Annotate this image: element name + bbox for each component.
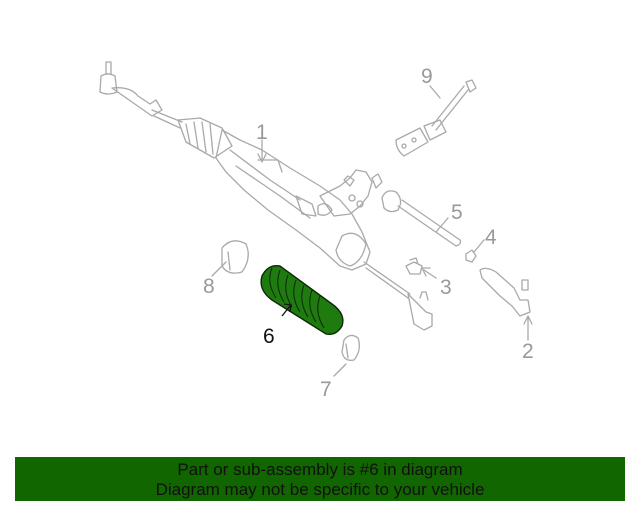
part-3-flange-nut: [405, 257, 423, 275]
parts-diagram: 1 2 3 4 5 6 7 8 9: [99, 61, 534, 401]
callout-6-active[interactable]: 6: [263, 325, 275, 348]
callout-5[interactable]: 5: [451, 201, 463, 224]
part-5-inner-tie-rod: [381, 190, 462, 247]
part-7-clamp: [341, 334, 360, 361]
part-info-banner: Part or sub-assembly is #6 in diagram Di…: [15, 457, 625, 501]
pinion-housing: [319, 169, 383, 217]
callout-7[interactable]: 7: [320, 378, 332, 401]
left-bellows: [177, 117, 233, 159]
part-9-steering-shaft: [395, 79, 477, 157]
right-outer-tie-rod: [407, 291, 433, 331]
rack-housing: [215, 129, 371, 271]
callout-8[interactable]: 8: [203, 275, 215, 298]
callout-4[interactable]: 4: [485, 226, 497, 249]
callout-2[interactable]: 2: [522, 340, 534, 363]
banner-line-part: Part or sub-assembly is #6 in diagram: [177, 460, 463, 479]
part-8-clamp: [221, 240, 249, 274]
callout-3[interactable]: 3: [440, 276, 452, 299]
banner-line-disclaimer: Diagram may not be specific to your vehi…: [155, 480, 485, 499]
callout-9[interactable]: 9: [421, 65, 433, 88]
part-6-boot-highlighted: [260, 265, 344, 336]
left-tie-rod-end: [99, 61, 163, 117]
part-2-tie-rod-end: [479, 267, 531, 317]
part-4-nut: [465, 249, 477, 263]
callout-1[interactable]: 1: [256, 121, 268, 144]
steering-rack-drawing: [99, 61, 533, 377]
